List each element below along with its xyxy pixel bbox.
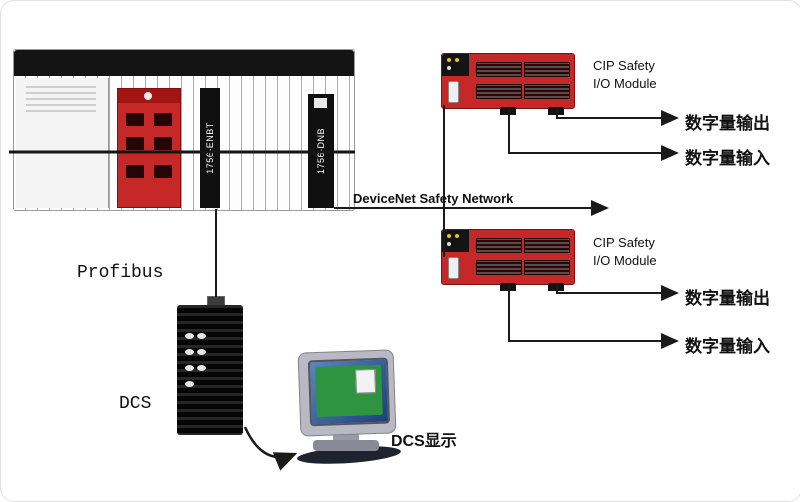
dcs-gateway-device — [177, 305, 243, 435]
io2-input-label: 数字量输入 — [685, 337, 770, 356]
status-led — [447, 234, 451, 238]
io1-vent — [476, 62, 522, 77]
plc-rack: 1756-ENBT 1756-DNB — [13, 49, 355, 211]
io2-connector-port — [448, 257, 459, 279]
psu-vents — [26, 86, 96, 112]
dcs-knob — [197, 349, 206, 355]
plc-power-supply — [16, 78, 109, 208]
plc-module-1756-dnb: 1756-DNB — [308, 94, 334, 208]
dcs-to-monitor-cable — [243, 426, 298, 471]
io2-input-line — [508, 285, 679, 349]
dnb-module-label: 1756-DNB — [316, 127, 326, 175]
io1-terminal-foot — [500, 107, 516, 115]
dcs-label: DCS — [119, 394, 152, 414]
io2-title-line2: I/O Module — [593, 253, 657, 268]
io1-network-corner — [442, 54, 469, 76]
dcs-display-label: DCS显示 — [391, 433, 457, 450]
io1-title-line1: CIP Safety — [593, 58, 655, 73]
safety-module-slot — [154, 165, 172, 178]
monitor-window — [355, 369, 377, 394]
io1-output-label: 数字量输出 — [685, 114, 770, 133]
status-led — [447, 66, 451, 70]
plc-safety-module — [117, 88, 181, 208]
io1-vent — [476, 84, 522, 99]
status-led — [455, 58, 459, 62]
dcs-knob — [197, 333, 206, 339]
io1-output-line — [556, 109, 679, 126]
io1-connector-port — [448, 81, 459, 103]
io1-vent — [524, 62, 570, 77]
io2-vent — [476, 260, 522, 275]
io2-terminal-foot — [500, 283, 516, 291]
cip-safety-io-module-2 — [441, 229, 575, 291]
io2-title: CIP Safety I/O Module — [593, 234, 657, 270]
safety-module-slot — [126, 165, 144, 178]
network-label: DeviceNet Safety Network — [353, 191, 514, 206]
io1-input-label: 数字量输入 — [685, 149, 770, 168]
io1-vent — [524, 84, 570, 99]
safety-module-slot — [154, 137, 172, 150]
dcs-knob — [197, 365, 206, 371]
io2-title-line1: CIP Safety — [593, 235, 655, 250]
safety-module-slot — [126, 137, 144, 150]
io2-vent — [524, 260, 570, 275]
plc-module-1756-enbt: 1756-ENBT — [200, 88, 220, 208]
plc-rack-top-bar — [14, 50, 354, 76]
io2-output-label: 数字量输出 — [685, 289, 770, 308]
dcs-knob — [185, 365, 194, 371]
dnb-status-window — [314, 98, 327, 108]
dcs-display-monitor — [297, 349, 397, 437]
safety-module-slot — [154, 113, 172, 126]
dcs-knob — [185, 381, 194, 387]
dcs-knob — [185, 349, 194, 355]
monitor-base — [313, 440, 379, 451]
io1-input-line — [508, 109, 679, 161]
profibus-label: Profibus — [77, 263, 164, 283]
status-led — [447, 242, 451, 246]
io2-terminal-foot — [548, 283, 564, 291]
io1-terminal-foot — [548, 107, 564, 115]
cip-safety-io-module-1 — [441, 53, 575, 115]
io2-output-line — [556, 285, 679, 301]
safety-module-logo-dot — [144, 92, 152, 100]
io1-title-line2: I/O Module — [593, 76, 657, 91]
monitor-screen — [307, 357, 391, 427]
status-led — [455, 234, 459, 238]
status-led — [447, 58, 451, 62]
safety-module-slot — [126, 113, 144, 126]
monitor-neck — [333, 431, 359, 441]
enbt-module-label: 1756-ENBT — [205, 122, 215, 174]
dcs-knob — [185, 333, 194, 339]
io2-vent — [476, 238, 522, 253]
monitor-desktop — [315, 364, 383, 418]
io2-vent — [524, 238, 570, 253]
io2-network-corner — [442, 230, 469, 252]
io1-title: CIP Safety I/O Module — [593, 57, 657, 93]
